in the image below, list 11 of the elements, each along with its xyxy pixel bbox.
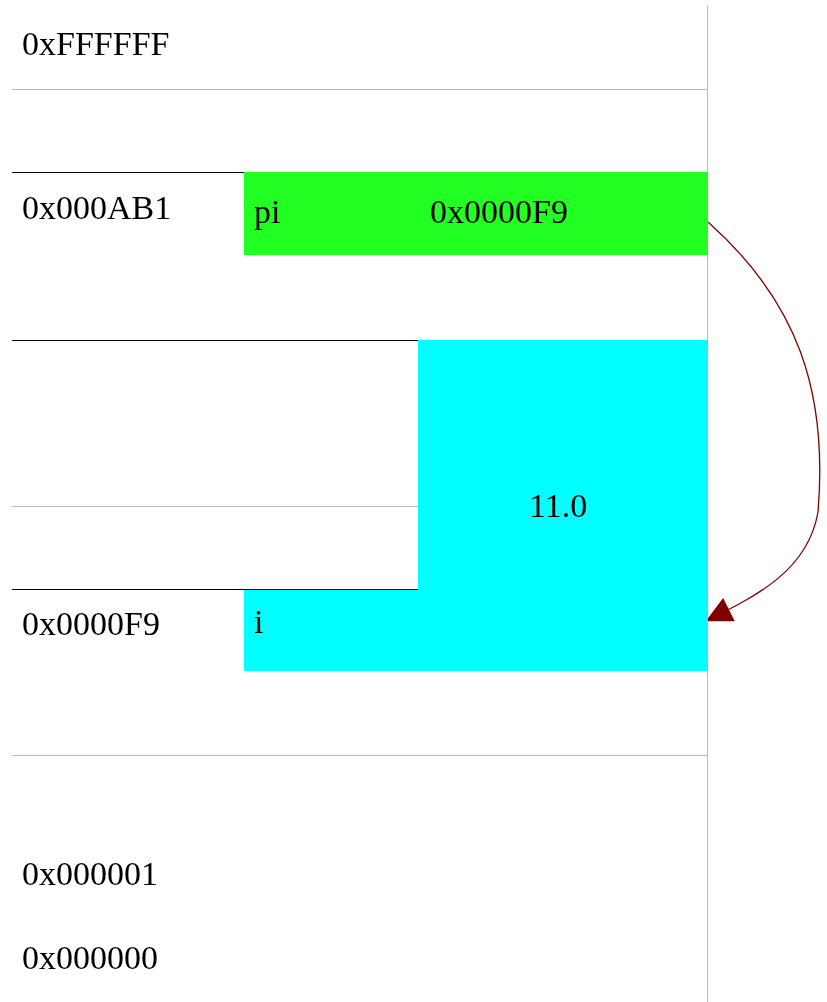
pointer-value: 0x0000F9 [430,192,568,232]
address-label: 0x0000F9 [22,604,160,644]
address-label: 0x000001 [22,854,158,894]
variable-name: pi [254,192,281,232]
address-label: 0x000AB1 [22,188,172,228]
float-value: 11.0 [529,486,588,526]
memory-block [244,340,708,671]
address-label: 0xFFFFFF [22,24,170,64]
variable-name: i [254,602,264,642]
address-label: 0x000000 [22,938,158,978]
memory-cell [244,172,708,255]
